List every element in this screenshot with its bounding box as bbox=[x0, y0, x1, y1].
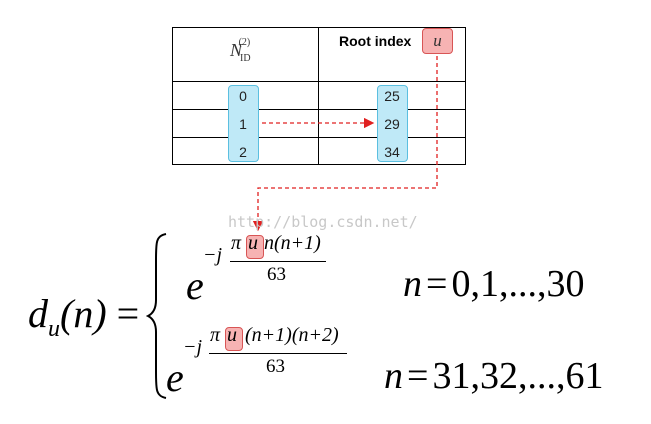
case2-num-u: u bbox=[227, 324, 237, 346]
case1-base: e bbox=[186, 263, 204, 308]
case1-cond-range: 0,1,...,30 bbox=[451, 263, 585, 305]
case2-num-pi: π bbox=[210, 324, 221, 346]
nid-value-1: 1 bbox=[239, 116, 247, 132]
case2-u-highlight bbox=[225, 327, 243, 351]
watermark: http://blog.csdn.net/ bbox=[228, 213, 418, 231]
root-value-1: 29 bbox=[384, 116, 400, 132]
case2-cond-eq: = bbox=[407, 355, 429, 397]
case1-exp-prefix: −j bbox=[203, 244, 223, 266]
case2-condition: n=31,32,...,61 bbox=[384, 354, 603, 398]
piecewise-brace bbox=[146, 233, 167, 399]
root-value-0: 25 bbox=[384, 88, 400, 104]
u-to-formula-arrow bbox=[252, 56, 438, 232]
header-nid-sub: ID bbox=[240, 52, 251, 64]
lhs-equals: = bbox=[116, 291, 140, 336]
nid-value-0: 0 bbox=[239, 88, 247, 104]
case2-cond-range: 31,32,...,61 bbox=[432, 355, 604, 397]
case1-fraction-bar bbox=[230, 261, 326, 262]
nid-column-box bbox=[228, 85, 259, 162]
header-u-var: u bbox=[433, 31, 442, 50]
formula-lhs: du(n) = bbox=[28, 290, 139, 343]
header-nid-sup: (2) bbox=[238, 37, 251, 48]
case2-num-rest: (n+1)(n+2) bbox=[245, 324, 339, 346]
case1-num-u: u bbox=[248, 232, 258, 254]
lhs-arg: (n) bbox=[60, 291, 107, 336]
case1-cond-var: n bbox=[403, 263, 422, 305]
case2-fraction-bar bbox=[209, 353, 347, 354]
case1-num-pi: π bbox=[231, 232, 242, 254]
root-column-box bbox=[377, 85, 408, 162]
header-root-index: Root index bbox=[339, 33, 412, 49]
case2-base: e bbox=[166, 355, 184, 400]
header-u-highlight bbox=[422, 28, 453, 54]
case2-cond-var: n bbox=[384, 355, 403, 397]
lhs-d: d bbox=[28, 291, 48, 336]
case1-u-highlight bbox=[246, 235, 264, 259]
case2-den: 63 bbox=[266, 356, 285, 377]
nid-value-2: 2 bbox=[239, 144, 247, 160]
lhs-sub: u bbox=[48, 316, 60, 342]
root-value-2: 34 bbox=[384, 144, 400, 160]
case1-num-rest: n(n+1) bbox=[264, 232, 321, 254]
header-nid: NID (2) bbox=[230, 37, 264, 64]
case1-condition: n=0,1,...,30 bbox=[403, 262, 584, 306]
header-nid-symbol: N bbox=[230, 40, 243, 60]
case1-cond-eq: = bbox=[426, 263, 448, 305]
case2-exp-prefix: −j bbox=[183, 336, 203, 358]
case1-den: 63 bbox=[267, 264, 286, 285]
root-index-table bbox=[172, 27, 466, 165]
